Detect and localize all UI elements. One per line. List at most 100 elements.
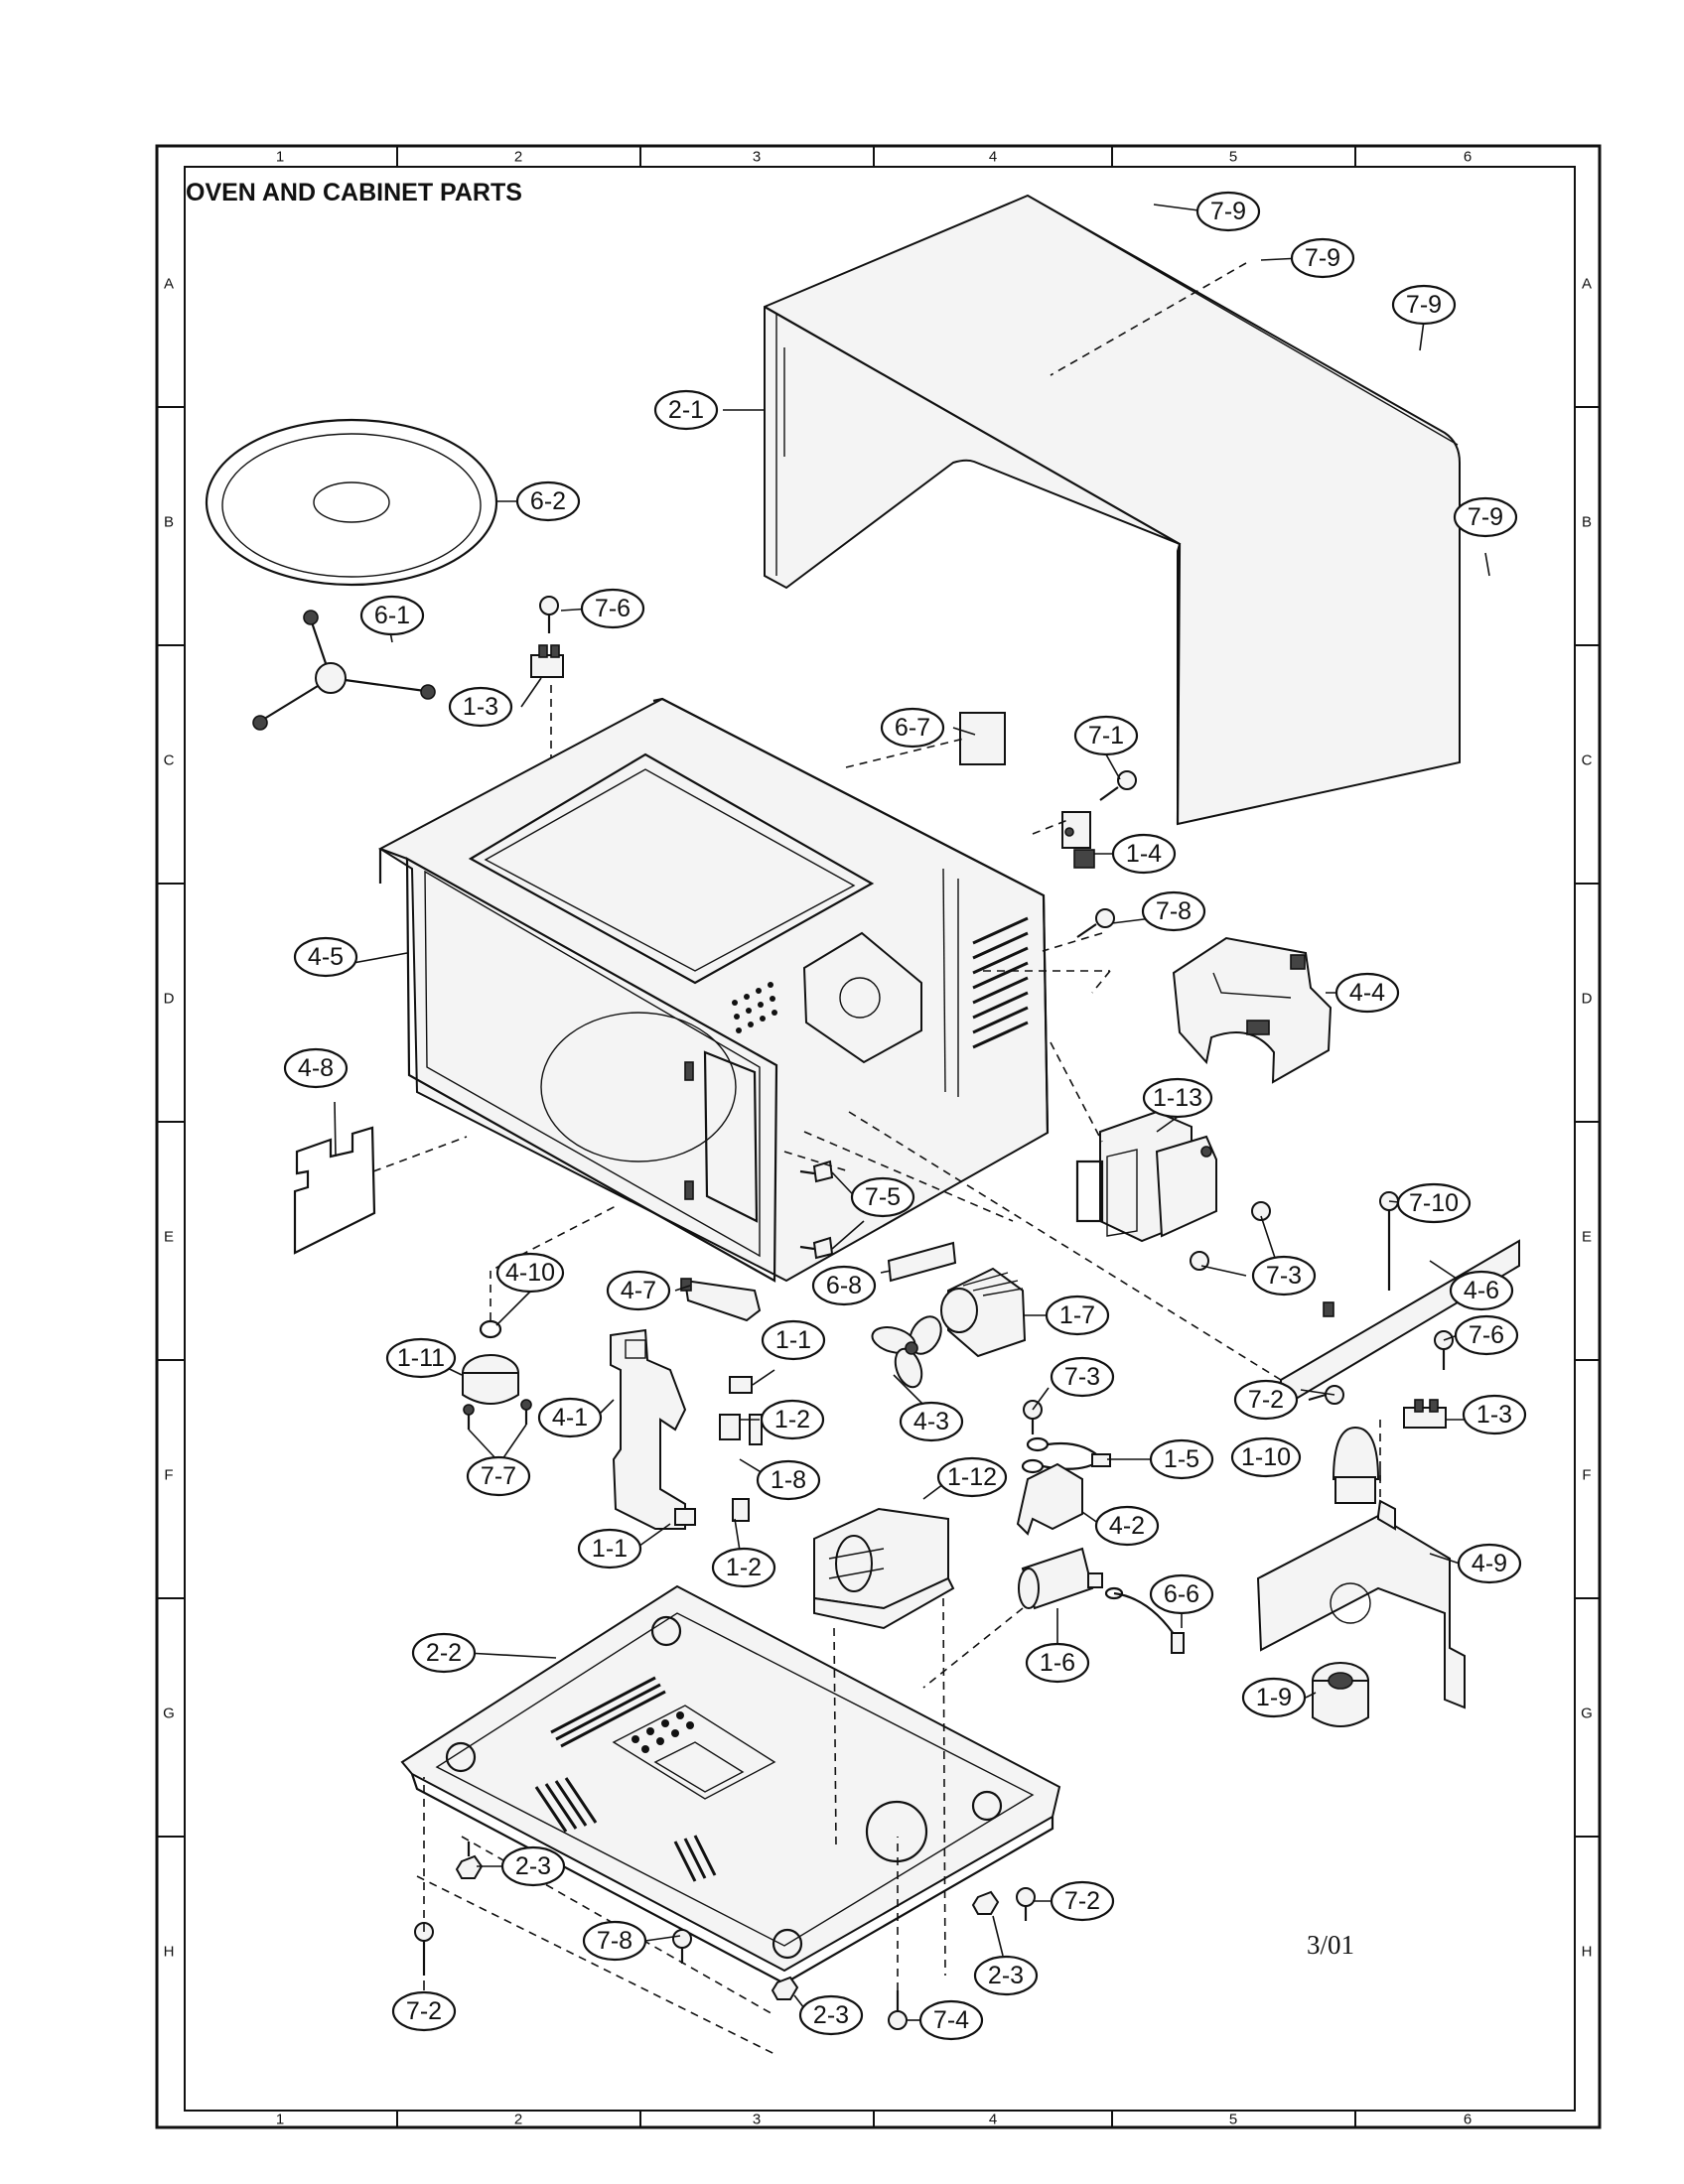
callout-7-8[interactable]: 7-8 (1141, 890, 1206, 932)
callout-4-6[interactable]: 4-6 (1449, 1270, 1514, 1311)
svg-text:4-10: 4-10 (505, 1259, 555, 1287)
svg-text:1-12: 1-12 (947, 1463, 997, 1491)
foot-2-3c (771, 1976, 799, 2000)
callout-7-2[interactable]: 7-2 (1050, 1880, 1115, 1922)
capacitor-bracket-4-2 (1016, 1462, 1083, 1536)
callout-1-12[interactable]: 1-12 (936, 1456, 1008, 1498)
callout-2-3[interactable]: 2-3 (973, 1955, 1039, 1996)
callout-4-1[interactable]: 4-1 (537, 1397, 603, 1438)
svg-text:7-7: 7-7 (481, 1462, 516, 1490)
capacitor-1-6 (1018, 1547, 1103, 1610)
callout-4-7[interactable]: 4-7 (606, 1270, 671, 1311)
callout-7-3[interactable]: 7-3 (1050, 1356, 1115, 1398)
callout-4-9[interactable]: 4-9 (1457, 1543, 1522, 1584)
callout-1-1[interactable]: 1-1 (577, 1528, 642, 1570)
svg-text:7-8: 7-8 (597, 1927, 632, 1955)
callout-2-3[interactable]: 2-3 (500, 1845, 566, 1887)
callout-4-10[interactable]: 4-10 (495, 1252, 565, 1294)
callout-6-6[interactable]: 6-6 (1149, 1573, 1214, 1615)
callout-7-5[interactable]: 7-5 (850, 1176, 915, 1218)
svg-text:2-3: 2-3 (813, 2001, 849, 2029)
grid-col-3: 3 (753, 2112, 761, 2128)
callout-7-10[interactable]: 7-10 (1396, 1182, 1472, 1224)
grid-col-3: 3 (753, 149, 761, 166)
callout-7-6[interactable]: 7-6 (580, 588, 645, 629)
callout-7-1[interactable]: 7-1 (1073, 715, 1139, 756)
callout-1-3[interactable]: 1-3 (1462, 1394, 1527, 1435)
callout-4-4[interactable]: 4-4 (1334, 972, 1400, 1014)
svg-text:4-8: 4-8 (298, 1054, 334, 1082)
wire-6-6 (1104, 1586, 1185, 1654)
screw-7-8-bottom (672, 1929, 692, 1964)
screw-7-2-bottom-right (1016, 1887, 1036, 1921)
grid-row-c: C (164, 752, 175, 769)
svg-text:1-1: 1-1 (775, 1326, 811, 1354)
callout-7-7[interactable]: 7-7 (466, 1455, 531, 1497)
grid-row-labels-left: A B C D E F G H (163, 276, 175, 1961)
grid-row-b: B (164, 514, 174, 531)
air-guide-4-4 (1172, 936, 1333, 1084)
callout-1-5[interactable]: 1-5 (1149, 1438, 1214, 1480)
latch-hook-4-1 (610, 1328, 763, 1530)
svg-text:2-2: 2-2 (426, 1639, 462, 1667)
callout-1-2[interactable]: 1-2 (711, 1547, 776, 1588)
callout-7-9[interactable]: 7-9 (1195, 191, 1261, 232)
callout-1-4[interactable]: 1-4 (1111, 833, 1177, 875)
grid-column-labels-top: 1 2 3 4 5 6 (276, 149, 1472, 166)
grid-column-labels-bottom: 1 2 3 4 5 6 (276, 2112, 1472, 2128)
svg-text:1-3: 1-3 (1476, 1401, 1512, 1429)
callout-2-3[interactable]: 2-3 (798, 1994, 864, 2036)
callout-7-3[interactable]: 7-3 (1251, 1255, 1317, 1297)
grid-row-f: F (1582, 1467, 1591, 1484)
svg-text:1-2: 1-2 (726, 1554, 762, 1581)
callout-1-8[interactable]: 1-8 (756, 1459, 821, 1501)
grid-row-f: F (164, 1467, 173, 1484)
outer-border (155, 144, 1602, 2129)
callout-2-2[interactable]: 2-2 (411, 1632, 477, 1674)
callout-7-4[interactable]: 7-4 (918, 1999, 984, 2041)
svg-text:1-11: 1-11 (397, 1344, 445, 1372)
callout-2-1[interactable]: 2-1 (653, 389, 719, 431)
callout-7-8[interactable]: 7-8 (582, 1920, 647, 1962)
screws-7-5 (799, 1160, 834, 1260)
diagram-title: OVEN AND CABINET PARTS (186, 179, 522, 206)
callout-4-3[interactable]: 4-3 (899, 1401, 964, 1442)
callout-4-5[interactable]: 4-5 (293, 936, 358, 978)
callout-1-10[interactable]: 1-10 (1230, 1436, 1302, 1478)
svg-text:4-4: 4-4 (1349, 979, 1385, 1007)
svg-text:7-10: 7-10 (1409, 1189, 1459, 1217)
callout-4-2[interactable]: 4-2 (1094, 1505, 1160, 1547)
svg-text:1-5: 1-5 (1164, 1445, 1199, 1473)
lamp-socket-1-9 (1312, 1662, 1369, 1727)
grid-col-2: 2 (514, 149, 522, 166)
callout-7-9[interactable]: 7-9 (1391, 284, 1457, 326)
callout-1-1[interactable]: 1-1 (761, 1319, 826, 1361)
callout-7-2[interactable]: 7-2 (1233, 1379, 1299, 1421)
callout-1-9[interactable]: 1-9 (1241, 1677, 1307, 1718)
callout-7-6[interactable]: 7-6 (1454, 1314, 1519, 1356)
callout-1-7[interactable]: 1-7 (1045, 1295, 1110, 1336)
callout-7-2[interactable]: 7-2 (391, 1990, 457, 2032)
callout-6-1[interactable]: 6-1 (359, 595, 425, 636)
label-6-8 (887, 1241, 957, 1283)
callout-1-13[interactable]: 1-13 (1142, 1077, 1213, 1119)
callout-6-2[interactable]: 6-2 (515, 480, 581, 522)
callout-1-2[interactable]: 1-2 (760, 1399, 825, 1440)
callout-1-11[interactable]: 1-11 (385, 1337, 457, 1379)
callout-6-7[interactable]: 6-7 (880, 707, 945, 749)
grid-row-e: E (1582, 1229, 1592, 1246)
grid-row-c: C (1582, 752, 1593, 769)
turntable-motor-1-11 (462, 1205, 617, 1430)
callout-6-8[interactable]: 6-8 (811, 1265, 877, 1306)
callout-7-9[interactable]: 7-9 (1453, 496, 1518, 538)
lamp-bracket-4-9 (1256, 1499, 1466, 1709)
grid-row-d: D (1582, 991, 1593, 1008)
callout-1-6[interactable]: 1-6 (1025, 1642, 1090, 1684)
callout-1-3[interactable]: 1-3 (448, 686, 513, 728)
grid-row-e: E (164, 1229, 174, 1246)
svg-text:4-6: 4-6 (1464, 1277, 1499, 1304)
svg-text:7-2: 7-2 (1064, 1887, 1100, 1915)
svg-text:6-1: 6-1 (374, 602, 410, 629)
callout-7-9[interactable]: 7-9 (1290, 237, 1355, 279)
callout-4-8[interactable]: 4-8 (283, 1047, 349, 1089)
